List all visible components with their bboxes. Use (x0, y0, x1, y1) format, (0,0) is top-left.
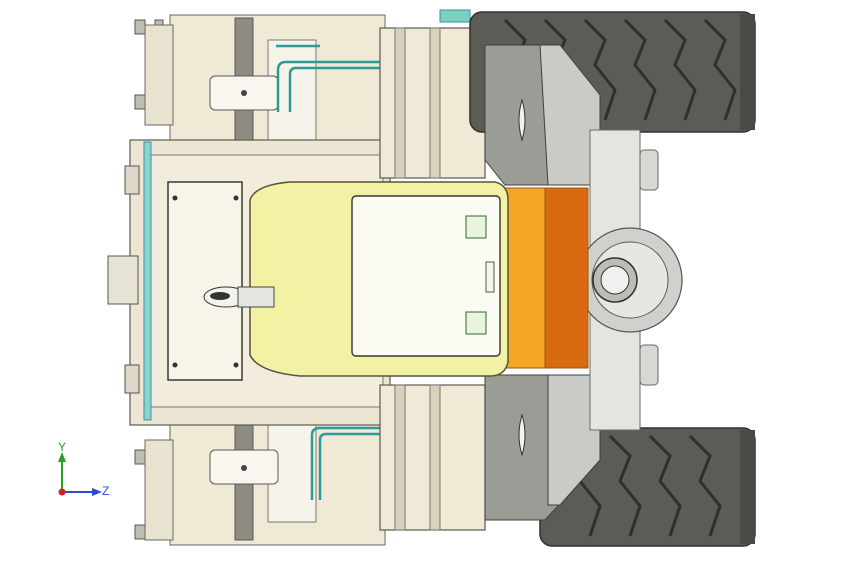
front-fenders (484, 44, 601, 521)
z-axis-arrow (92, 488, 102, 496)
coordinate-triad: Y Z (50, 440, 120, 510)
front-plate (504, 187, 589, 369)
front-axle (577, 129, 683, 431)
origin-point (58, 488, 66, 496)
y-axis-label: Y (58, 440, 67, 454)
y-axis-arrow (58, 452, 66, 462)
front-frame (379, 9, 486, 531)
z-axis-label: Z (102, 484, 110, 498)
hydraulic-lines (276, 44, 380, 500)
operator-cab (203, 181, 509, 377)
